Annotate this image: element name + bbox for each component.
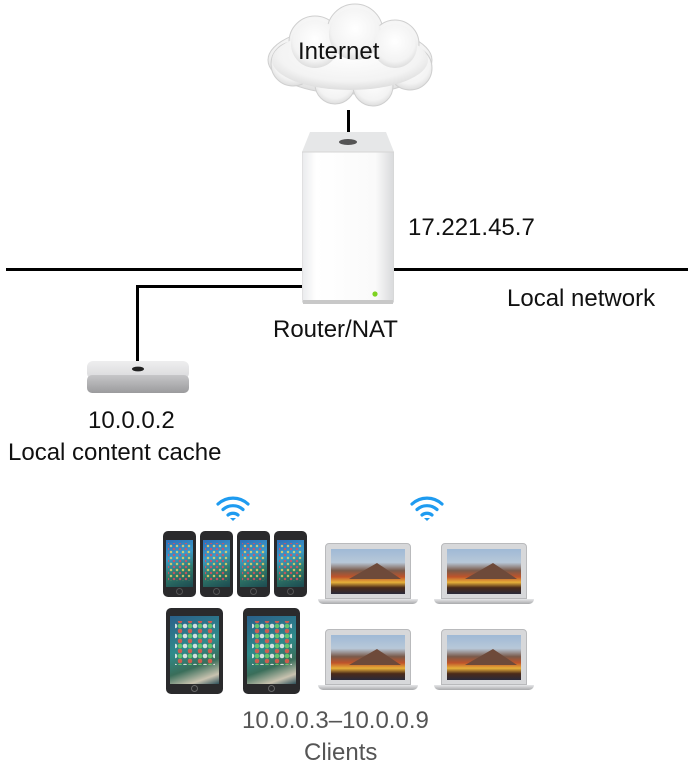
cache-label: Local content cache: [8, 439, 222, 466]
router-device: [302, 132, 394, 306]
iphone-device: [274, 531, 307, 597]
macbook-device: [434, 543, 534, 605]
clients-ip-range-label: 10.0.0.3–10.0.0.9: [242, 707, 429, 734]
airport-router-icon: [302, 132, 394, 304]
macbook-device: [318, 543, 418, 605]
ipad-device: [243, 608, 300, 694]
iphone-device: [163, 531, 196, 597]
cache-link-vertical: [136, 285, 139, 363]
iphone-device: [200, 531, 233, 597]
mac-mini-icon: [87, 361, 189, 393]
macbook-device: [434, 629, 534, 691]
cloud-icon: [267, 3, 433, 107]
cache-link-horizontal: [136, 285, 306, 288]
internet-cloud: [255, 2, 445, 110]
public-ip-label: 17.221.45.7: [408, 214, 535, 241]
ipad-device: [166, 608, 223, 694]
macbook-device: [318, 629, 418, 691]
cache-ip-label: 10.0.0.2: [88, 407, 175, 434]
apple-logo-icon: [339, 139, 357, 145]
wifi-icon-mobile: [215, 494, 251, 522]
status-led-icon: [372, 291, 378, 297]
clients-label: Clients: [304, 739, 378, 766]
internet-uplink-line: [347, 110, 350, 132]
router-label: Router/NAT: [273, 316, 398, 343]
wifi-icon-laptops: [409, 494, 445, 522]
internet-label: Internet: [298, 38, 380, 65]
local-network-label: Local network: [507, 285, 656, 312]
iphone-device: [237, 531, 270, 597]
cache-server-device: [86, 359, 190, 397]
